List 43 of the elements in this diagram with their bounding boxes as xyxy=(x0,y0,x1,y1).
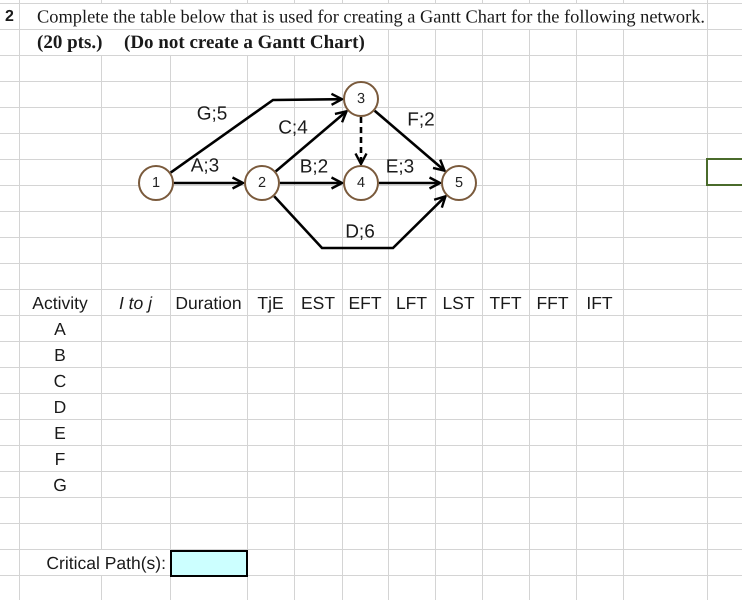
edge-label: F;2 xyxy=(407,110,435,132)
event-node: 3 xyxy=(343,81,379,117)
column-header: LFT xyxy=(396,292,428,313)
column-header: TjE xyxy=(257,292,284,313)
event-node: 5 xyxy=(441,165,477,201)
row-label: D xyxy=(54,396,66,417)
field-label: Critical Path(s): xyxy=(46,552,166,573)
column-header: TFT xyxy=(489,292,522,313)
arrow xyxy=(174,176,244,190)
arrow xyxy=(273,195,447,250)
question-number: 2 xyxy=(5,7,14,26)
column-header: Activity xyxy=(32,292,88,313)
instruction-note: (Do not create a Gantt Chart) xyxy=(124,32,365,54)
row-label: G xyxy=(53,474,67,495)
edge-label: B;2 xyxy=(300,158,328,178)
event-node: 2 xyxy=(244,165,280,201)
points-note: (20 pts.) xyxy=(37,32,102,54)
arrow xyxy=(374,110,446,172)
column-header: IFT xyxy=(586,292,613,313)
edge-label: D;6 xyxy=(345,222,375,244)
event-node: 4 xyxy=(343,165,379,201)
dashed-arrow xyxy=(354,117,368,166)
column-header: EFT xyxy=(348,292,382,313)
column-header: LST xyxy=(442,292,475,313)
row-label: E xyxy=(54,422,66,443)
edge-label: A;3 xyxy=(190,156,220,178)
arrow xyxy=(274,110,348,172)
arrow xyxy=(379,176,442,190)
arrow xyxy=(280,176,344,190)
edge-label: E;3 xyxy=(386,158,414,178)
row-label: A xyxy=(54,318,66,339)
edge-label: C;4 xyxy=(278,118,308,140)
question-text: Complete the table below that is used for creating a Gantt Chart for the following network. xyxy=(37,6,706,28)
column-header: FFT xyxy=(536,292,569,313)
row-label: B xyxy=(54,344,66,365)
column-header: Duration xyxy=(175,292,242,313)
edge-label: G;5 xyxy=(196,104,228,126)
column-header: I to j xyxy=(118,292,152,313)
row-label: C xyxy=(54,370,66,391)
column-header: EST xyxy=(300,292,336,313)
arrow xyxy=(170,92,344,174)
row-label: F xyxy=(54,448,66,469)
event-node: 1 xyxy=(138,165,174,201)
